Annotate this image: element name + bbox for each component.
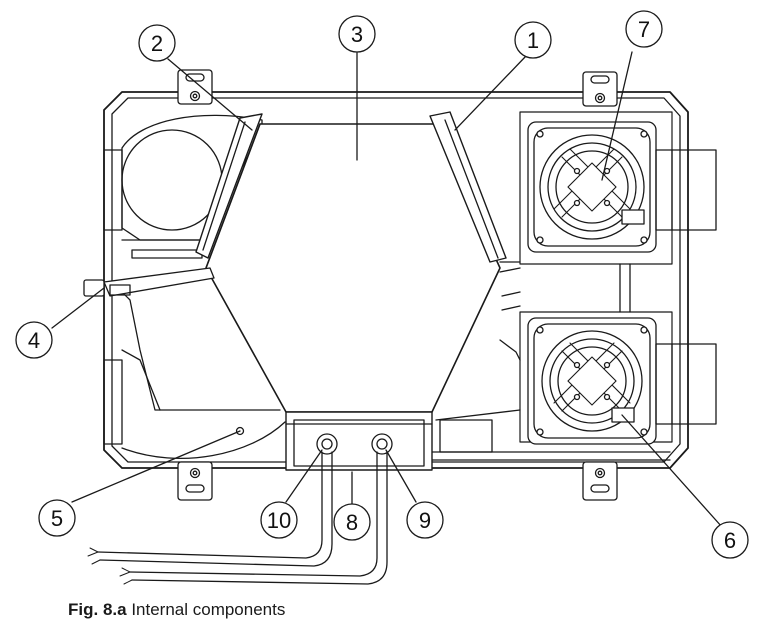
cable-gland-left <box>316 433 338 455</box>
svg-text:6: 6 <box>724 528 736 553</box>
svg-text:2: 2 <box>151 31 163 56</box>
svg-text:3: 3 <box>351 22 363 47</box>
mounting-tab-bottom-right <box>582 461 618 501</box>
svg-text:9: 9 <box>419 508 431 533</box>
svg-text:4: 4 <box>28 328 40 353</box>
svg-text:10: 10 <box>267 508 291 533</box>
callout-1: 1 <box>514 21 552 59</box>
fan-top <box>519 111 717 265</box>
callout-2: 2 <box>138 24 176 62</box>
condensate-point <box>235 426 245 436</box>
leader-lines <box>51 51 723 528</box>
temperature-sensor <box>83 267 215 297</box>
callout-10: 10 <box>260 501 298 539</box>
electrical-box <box>285 411 433 471</box>
mounting-tab-bottom-left <box>177 461 213 501</box>
svg-text:7: 7 <box>638 17 650 42</box>
cable-gland-right <box>371 433 393 455</box>
left-lower-chamber <box>103 291 286 459</box>
callout-3: 3 <box>338 15 376 53</box>
mounting-tab-top-right <box>582 71 618 107</box>
right-channels <box>429 261 671 461</box>
svg-text:8: 8 <box>346 510 358 535</box>
callout-8: 8 <box>333 503 371 541</box>
svg-text:1: 1 <box>527 28 539 53</box>
callout-9: 9 <box>406 501 444 539</box>
fan-bottom <box>519 311 717 445</box>
callout-4: 4 <box>15 321 53 359</box>
figure-label: Fig. 8.a <box>68 600 127 619</box>
power-cables <box>87 451 388 585</box>
fan-connector <box>611 407 635 423</box>
unit-casing <box>103 69 689 501</box>
figure-caption: Fig. 8.a Internal components <box>68 600 285 620</box>
callout-7: 7 <box>625 10 663 48</box>
filter-right <box>429 111 507 263</box>
callout-6: 6 <box>711 521 749 559</box>
callout-5: 5 <box>38 499 76 537</box>
filter-left <box>195 113 263 259</box>
mounting-tab-top-left <box>177 69 213 105</box>
figure-title: Internal components <box>131 600 286 619</box>
svg-text:5: 5 <box>51 506 63 531</box>
